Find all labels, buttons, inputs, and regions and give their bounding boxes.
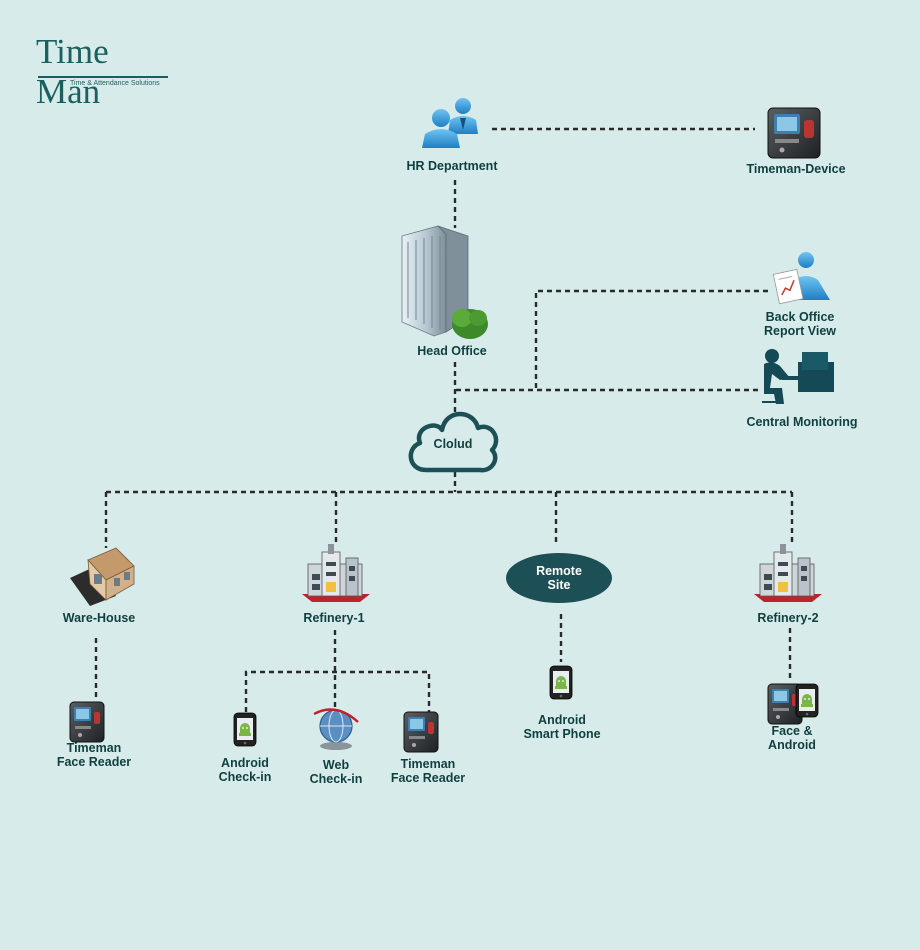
label-remote-site: Remote Site	[536, 564, 582, 592]
people-group-icon	[422, 98, 478, 148]
warehouse-icon	[70, 547, 135, 606]
face-reader-device-icon	[69, 701, 105, 743]
label-warehouse: Ware-House	[62, 611, 136, 625]
label-web-checkin: Web Check-in	[309, 758, 363, 786]
label-face-android: Face & Android	[768, 724, 816, 752]
desk-operator-icon	[762, 349, 834, 404]
face-reader-device-icon	[403, 711, 439, 753]
label-central-monitoring: Central Monitoring	[746, 415, 858, 429]
label-android-checkin: Android Check-in	[218, 756, 272, 784]
face-reader-device-icon	[767, 107, 821, 159]
logo-underline	[38, 76, 168, 78]
remote-site-badge	[506, 553, 612, 603]
label-refinery-1: Refinery-1	[303, 611, 365, 625]
face-android-combo-icon	[767, 683, 819, 725]
label-android-smartphone: Android Smart Phone	[523, 713, 601, 741]
label-cloud: Clolud	[433, 437, 473, 451]
connector-back-office	[534, 289, 768, 388]
label-hr-department: HR Department	[406, 159, 498, 173]
factory-icon-refinery2	[753, 543, 823, 603]
globe-icon	[313, 708, 359, 750]
label-warehouse-reader: Timeman Face Reader	[56, 741, 132, 769]
logo-text: Time Man	[36, 32, 109, 111]
connector-refinery1-branch	[244, 670, 431, 712]
factory-icon-refinery1	[301, 543, 371, 603]
report-user-icon	[772, 252, 830, 305]
label-head-office: Head Office	[417, 344, 487, 358]
office-building-icon	[401, 225, 488, 339]
label-refinery-2: Refinery-2	[757, 611, 819, 625]
connector-lines	[94, 127, 794, 712]
android-phone-icon	[233, 712, 257, 747]
label-timeman-device: Timeman-Device	[746, 162, 846, 176]
label-back-office: Back Office Report View	[763, 310, 837, 338]
company-logo: Time Man Time & Attendance Solutions	[36, 32, 176, 111]
label-refinery1-reader: Timeman Face Reader	[390, 757, 466, 785]
android-phone-icon	[549, 665, 573, 700]
logo-tagline: Time & Attendance Solutions	[70, 80, 160, 87]
cloud-icon	[408, 411, 499, 473]
